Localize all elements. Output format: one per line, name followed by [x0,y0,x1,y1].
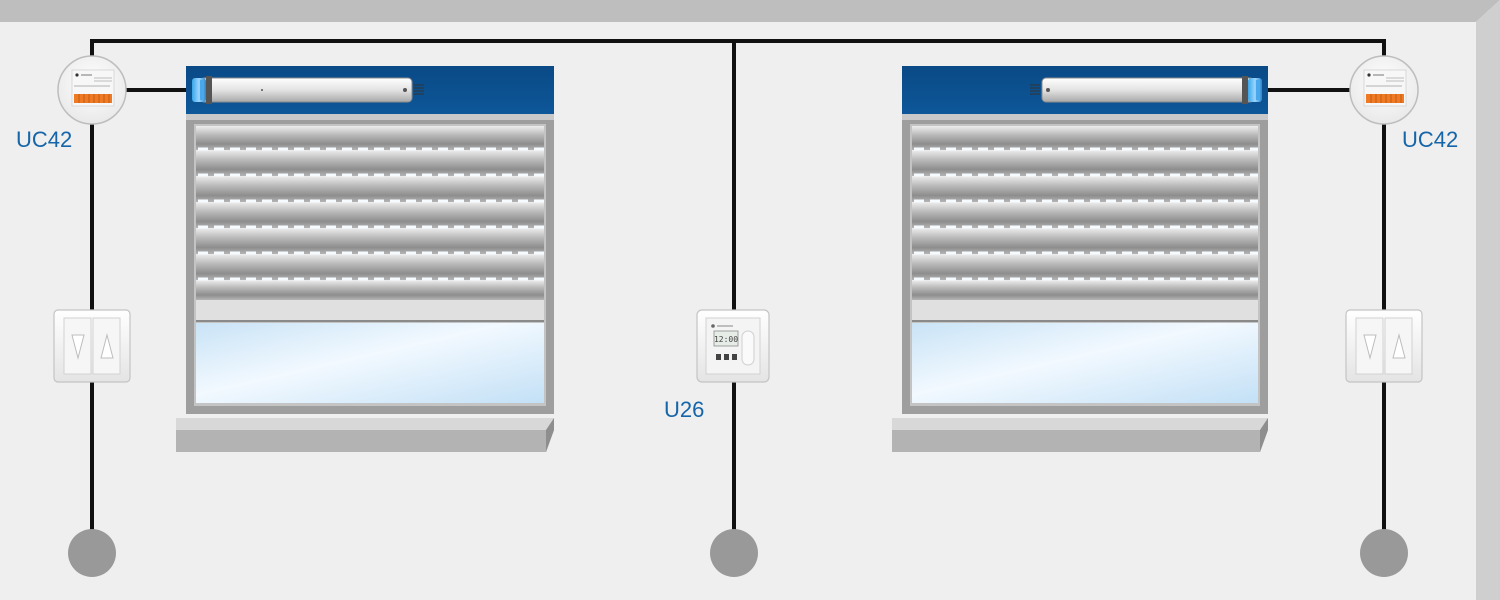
tube-motor-left [192,76,424,104]
shutter-slats-left [196,126,544,300]
uc42-controller-left [57,55,127,125]
label-uc42-right: UC42 [1402,127,1459,152]
timer-button-2[interactable] [724,354,729,360]
supply-circle-center [710,529,758,577]
supply-circle-left [68,529,116,577]
tube-motor-right [1030,76,1262,104]
triangle-down-icon[interactable] [1363,334,1377,360]
glass-pane-right [912,323,1258,403]
shutter-slats-right [912,126,1258,300]
window-right [892,66,1268,452]
terminal-block [74,94,112,103]
timer-button-1[interactable] [716,354,721,360]
triangle-up-icon[interactable] [1392,333,1406,359]
supply-circle-right [1360,529,1408,577]
timer-rocker[interactable] [741,330,755,366]
wall-switch-right[interactable] [1345,309,1423,383]
triangle-up-icon[interactable] [100,333,114,359]
bottom-rail-left [196,300,544,320]
wall-switch-left[interactable] [53,309,131,383]
label-u26: U26 [664,397,705,422]
u26-timer[interactable]: 12:00 [696,309,770,383]
triangle-down-icon[interactable] [71,334,85,360]
label-uc42-left: UC42 [16,127,73,152]
timer-button-3[interactable] [732,354,737,360]
window-left [176,66,554,452]
window-sill-right [892,430,1268,452]
wall-top-face [0,0,1500,22]
wall-side-face [1476,0,1500,600]
glass-pane-left [196,323,544,403]
shutter-box-shadow-left [186,114,554,120]
window-sill-left [176,430,554,452]
timer-display [713,330,739,347]
uc42-controller-right [1349,55,1419,125]
bottom-rail-right [912,300,1258,320]
timer-display-text: 12:00 [714,335,738,344]
